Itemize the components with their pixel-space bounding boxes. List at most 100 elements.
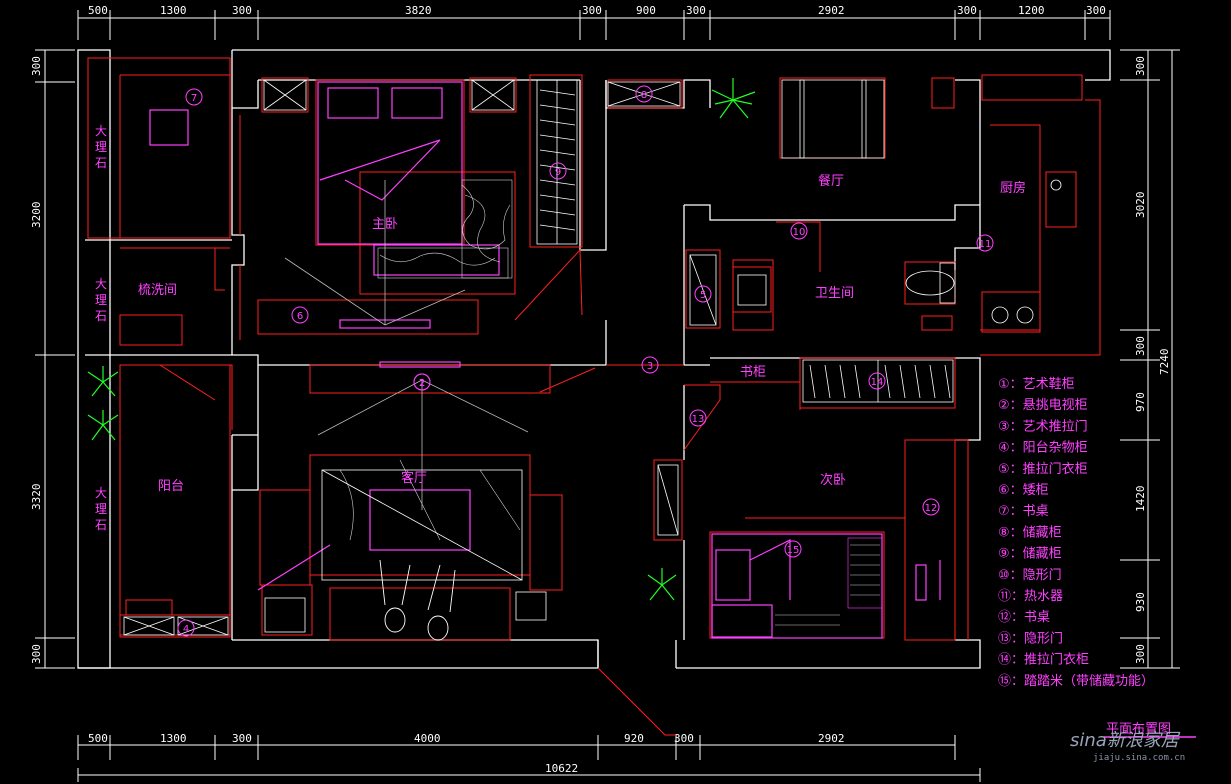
dim-left-1: 300 [30,56,43,76]
legend-item-7: ⑦：书桌 [998,504,1049,519]
dim-top-5: 300 [582,4,602,17]
watermark-url: jiaju.sina.com.cn [1093,753,1185,763]
label-marble-mid: 大理石 [95,277,107,323]
marker-9: 9 [549,162,567,180]
dim-right-1: 300 [1134,56,1147,76]
dim-right-2: 3020 [1134,192,1147,219]
marker-circle [177,619,195,637]
wardrobe-hangers [123,79,1062,636]
marker-label: 8 [641,90,647,101]
dim-top-6: 900 [636,4,656,17]
marker-circle [694,285,712,303]
plant-icon-balcony-2 [87,410,119,441]
marker-label: 6 [297,311,303,322]
marker-7: 7 [185,88,203,106]
dim-top-4: 3820 [405,4,432,17]
dim-bottom-1: 500 [88,732,108,745]
plant-icon-balcony-1 [87,366,119,397]
label-master-bedroom: 主卧 [372,217,398,232]
legend-item-4: ④：阳台杂物柜 [998,441,1088,456]
marker-label: 7 [191,93,197,104]
label-balcony: 阳台 [158,479,184,494]
legend-item-8: ⑧：储藏柜 [998,525,1062,540]
marker-label: 14 [871,377,884,388]
label-bathroom: 卫生间 [815,286,854,301]
label-dining: 餐厅 [818,173,844,189]
dim-left-3: 3320 [30,484,43,511]
legend-item-10: ⑩：隐形门 [998,568,1062,583]
marker-2: 2 [413,373,431,391]
legend: ①：艺术鞋柜②：悬挑电视柜③：艺术推拉门④：阳台杂物柜⑤：推拉门衣柜⑥：矮柜⑦：… [998,376,1154,689]
label-marble-top: 大理石 [95,124,107,170]
room-labels: 主卧 餐厅 厨房 梳洗间 卫生间 书柜 客厅 阳台 次卧 大理石 大理石 大理石 [95,124,1026,532]
dim-top-9: 300 [957,4,977,17]
watermark-brand: sina新浪家居 [1070,730,1181,751]
label-bookcase: 书柜 [740,365,766,380]
legend-item-2: ②：悬挑电视柜 [998,398,1088,413]
marker-circle [635,85,653,103]
furniture-magenta [149,81,941,639]
lamp-rays [284,180,529,510]
marker-label: 10 [793,227,806,238]
legend-item-13: ⑬：隐形门 [998,631,1063,646]
marker-circle [868,372,886,390]
marker-label: 11 [979,239,992,250]
dim-right-7: 300 [1134,644,1147,664]
dimension-lines [35,10,1180,782]
plants [87,78,756,601]
dim-bottom-5: 920 [624,732,644,745]
marble-bottom-text: 大理石 [95,486,107,532]
marker-circle [689,409,707,427]
marble-top-text: 大理石 [95,124,107,170]
marker-label: 1 [419,378,425,389]
label-kitchen: 厨房 [1000,180,1026,196]
dim-right-total: 7240 [1158,349,1171,376]
marker-14: 14 [868,372,886,390]
dim-top-8: 2902 [818,4,845,17]
marker-label: 4 [183,624,189,635]
dim-right-5: 1420 [1134,486,1147,513]
dimension-texts: 500 1300 300 3820 300 900 300 2902 300 1… [30,4,1171,775]
marker-label: 2 [419,378,425,389]
label-second-bedroom: 次卧 [820,472,846,488]
dim-right-4: 970 [1134,392,1147,412]
watermark-logo: sina新浪家居 jiaju.sina.com.cn [1070,730,1185,763]
marker-label: 3 [647,361,653,372]
dim-top-11: 300 [1086,4,1106,17]
legend-item-11: ⑪：热水器 [998,589,1063,604]
rug-patterns [339,179,883,626]
marker-circle [185,88,203,106]
marker-circle [784,540,802,558]
title-text: 平面布置图 [1106,722,1171,737]
marble-mid-text: 大理石 [95,277,107,323]
dim-bottom-6: 300 [674,732,694,745]
dim-total: 10622 [545,762,578,775]
marker-circle [976,234,994,252]
dim-left-4: 300 [30,644,43,664]
legend-item-1: ①：艺术鞋柜 [998,376,1075,392]
dim-bottom-2: 1300 [160,732,187,745]
dim-bottom-7: 2902 [818,732,845,745]
legend-item-12: ⑫：书桌 [998,610,1050,625]
label-washroom: 梳洗间 [138,283,177,298]
label-living: 客厅 [401,470,427,486]
marker-6: 6 [291,306,309,324]
marker-circle [413,373,431,391]
marker-15: 15 [784,540,802,558]
dim-top-7: 300 [686,4,706,17]
marker-4: 4 [177,619,195,637]
marker-10: 10 [790,222,808,240]
marker-label: 13 [692,414,705,425]
dim-top-1: 500 [88,4,108,17]
plant-icon-hall [647,568,677,601]
legend-item-6: ⑥：矮柜 [998,483,1049,498]
dim-top-3: 300 [232,4,252,17]
plant-icon [711,78,756,119]
marker-5: 5 [694,285,712,303]
dim-bottom-4: 4000 [414,732,441,745]
marker-3: 3 [641,356,659,374]
marker-12: 12 [922,498,940,516]
dim-left-2: 3200 [30,202,43,229]
